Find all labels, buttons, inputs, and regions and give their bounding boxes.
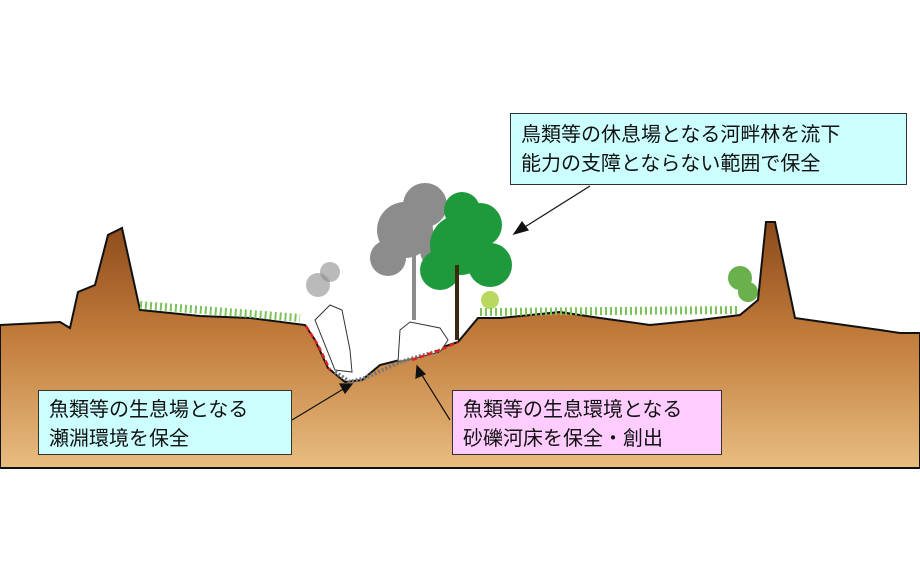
gravel-bed: [333, 348, 443, 385]
callout-line: 魚類等の生息環境となる: [463, 397, 683, 421]
bank-protection-line: [304, 325, 332, 371]
callout-gravel-bed: 魚類等の生息環境となる 砂礫河床を保全・創出: [452, 390, 722, 455]
rock: [314, 304, 353, 373]
callout-line: 魚類等の生息場となる: [49, 397, 249, 421]
callout-pool-riffle: 魚類等の生息場となる 瀬淵環境を保全: [38, 390, 292, 455]
callout-riparian-forest: 鳥類等の休息場となる河畔林を流下 能力の支障とならない範囲で保全: [510, 113, 907, 185]
callout-line: 能力の支障とならない範囲で保全: [521, 151, 821, 175]
grass: [139, 301, 741, 322]
arrows: [291, 185, 591, 421]
riparian-tree-icon: [420, 192, 512, 340]
callout-line: 瀬淵環境を保全: [49, 426, 189, 450]
callout-line: 砂礫河床を保全・創出: [463, 426, 663, 450]
callout-line: 鳥類等の休息場となる河畔林を流下: [521, 122, 841, 146]
shrub-icon: [481, 266, 758, 309]
bank-protection-line: [411, 340, 459, 362]
